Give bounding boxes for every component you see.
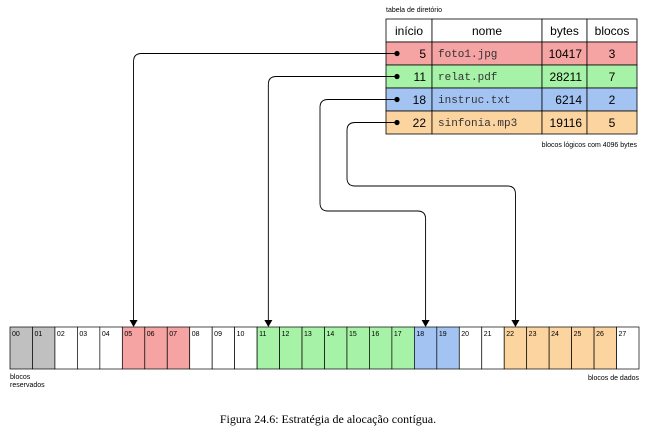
disk-block: 26 — [593, 326, 617, 370]
disk-block: 17 — [391, 326, 415, 370]
table-header-start: início — [395, 24, 423, 38]
block-size-note: blocos lógicos com 4096 bytes — [542, 142, 638, 149]
row-file-name: sinfonia.mp3 — [438, 118, 517, 130]
disk-block-number: 02 — [57, 331, 65, 338]
disk-block-number: 22 — [506, 331, 514, 338]
disk-block-number: 25 — [574, 331, 582, 338]
disk-block-cell — [616, 326, 640, 370]
disk-block-number: 15 — [349, 331, 357, 338]
table-row: 18 instruc.txt 6214 2 — [385, 87, 638, 112]
disk-block-number: 17 — [394, 331, 402, 338]
row-start-block: 11 — [414, 70, 427, 84]
table-header-blocks: blocos — [595, 24, 630, 38]
row-bytes: 6214 — [555, 93, 582, 107]
pointer-arrow — [129, 53, 397, 327]
table-header-bytes: bytes — [550, 24, 579, 38]
disk-block-number: 04 — [102, 331, 110, 338]
pointer-arrow — [264, 76, 397, 327]
table-header-name: nome — [472, 24, 502, 38]
disk-block-number: 20 — [461, 331, 469, 338]
disk-block: 07 — [166, 326, 191, 370]
disk-block: 24 — [548, 326, 572, 370]
disk-block: 25 — [571, 326, 595, 370]
disk-block-number: 13 — [304, 331, 312, 338]
disk-block: 27 — [616, 326, 640, 370]
disk-block-number: 14 — [327, 331, 335, 338]
disk-block-number: 23 — [529, 331, 537, 338]
table-row: 22 sinfonia.mp3 19116 5 — [385, 110, 638, 135]
disk-block: 19 — [436, 326, 460, 370]
disk-block: 08 — [189, 326, 213, 370]
reserved-blocks-label-line2: reservados — [10, 382, 45, 389]
row-block-count: 5 — [609, 116, 616, 130]
disk-block: 04 — [99, 326, 123, 370]
disk-block-number: 24 — [551, 331, 559, 338]
pointer-arrow — [346, 122, 520, 327]
row-block-count: 2 — [609, 93, 616, 107]
disk-block-number: 01 — [34, 331, 42, 338]
figure-caption: Figura 24.6: Estratégia de alocação cont… — [220, 412, 436, 426]
table-row: 11 relat.pdf 28211 7 — [385, 64, 638, 89]
disk-block: 20 — [458, 326, 483, 370]
row-start-block: 18 — [413, 93, 427, 107]
row-bytes: 10417 — [549, 47, 583, 61]
disk-block-number: 03 — [79, 331, 87, 338]
disk-block: 00 — [9, 326, 33, 370]
disk-block: 10 — [234, 326, 258, 370]
disk-block: 23 — [526, 326, 550, 370]
disk-block: 03 — [77, 326, 101, 370]
disk-block: 11 — [256, 326, 280, 370]
disk-block-number: 11 — [259, 331, 266, 338]
disk-block-number: 12 — [282, 331, 290, 338]
row-file-name: instruc.txt — [438, 95, 511, 107]
disk-block: 05 — [121, 326, 146, 370]
disk-block-number: 00 — [12, 331, 20, 338]
disk-block-number: 16 — [371, 331, 379, 338]
disk-block-number: 06 — [147, 331, 155, 338]
disk-block: 18 — [414, 326, 438, 370]
disk-block: 09 — [211, 326, 235, 370]
pointer-arrows — [129, 53, 520, 327]
disk-block: 02 — [54, 326, 78, 370]
disk-block: 01 — [32, 326, 56, 370]
disk-block: 16 — [369, 326, 393, 370]
disk-block-strip: 00 01 02 03 04 05 06 07 08 09 10 11 12 13 14 15 16 17 18 19… — [9, 326, 640, 370]
disk-block: 14 — [324, 326, 348, 370]
reserved-blocks-label-line1: blocos — [10, 374, 31, 381]
disk-block: 06 — [144, 326, 168, 370]
disk-block-number: 21 — [484, 331, 492, 338]
disk-block-number: 09 — [214, 331, 222, 338]
disk-block-number: 07 — [169, 331, 177, 338]
row-block-count: 3 — [609, 47, 616, 61]
data-blocks-label: blocos de dados — [588, 375, 639, 382]
row-start-block: 22 — [413, 116, 427, 130]
disk-block-number: 26 — [596, 331, 604, 338]
disk-block-number: 10 — [237, 331, 245, 338]
disk-block: 22 — [503, 326, 528, 370]
pointer-arrow — [319, 99, 430, 327]
disk-block-number: 18 — [416, 331, 424, 338]
row-bytes: 19116 — [550, 116, 583, 130]
disk-block-number: 19 — [439, 331, 447, 338]
disk-block-number: 05 — [124, 331, 132, 338]
disk-block: 21 — [481, 326, 505, 370]
disk-block-number: 08 — [192, 331, 200, 338]
disk-block: 13 — [301, 326, 325, 370]
disk-block-number: 27 — [619, 331, 627, 338]
table-row: 5 foto1.jpg 10417 3 — [385, 41, 638, 66]
row-bytes: 28211 — [550, 70, 583, 84]
row-block-count: 7 — [609, 70, 616, 84]
directory-table: início nome bytes blocos 5 foto1.jpg 10417 3 11 r… — [385, 18, 638, 135]
table-cell — [586, 110, 638, 135]
table-title: tabela de diretório — [386, 7, 442, 14]
disk-block: 12 — [279, 326, 303, 370]
disk-block: 15 — [346, 326, 370, 370]
row-file-name: foto1.jpg — [438, 49, 497, 61]
row-start-block: 5 — [419, 47, 426, 61]
row-file-name: relat.pdf — [438, 72, 497, 84]
